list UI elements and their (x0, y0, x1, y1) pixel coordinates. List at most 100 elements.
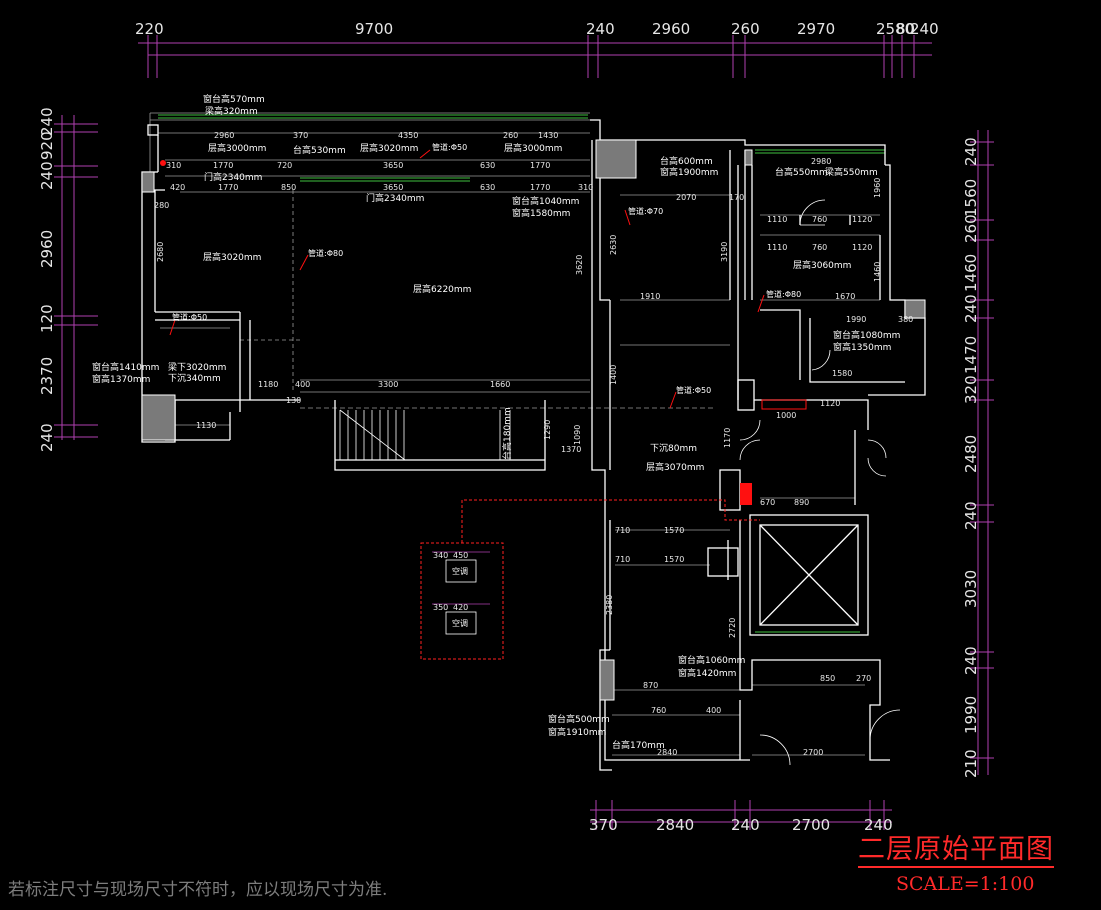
inner-dim: 1130 (196, 421, 216, 430)
right-dim: 3030 (962, 570, 980, 608)
inner-dim: 1120 (852, 243, 872, 252)
inner-dim: 2840 (657, 748, 677, 757)
inner-dim: 1570 (664, 526, 684, 535)
inner-lines (149, 112, 880, 756)
inner-dim: 420 (453, 603, 468, 612)
inner-dim: 1770 (530, 161, 550, 170)
annotation: 下沉340mm (168, 373, 221, 384)
annotation: 窗高1420mm (678, 667, 736, 679)
red-markers (160, 149, 807, 505)
right-dim: 240 (962, 501, 980, 530)
top-dimension-labels: 220 9700 240 2960 260 2970 2580 80 240 (135, 20, 939, 38)
inner-dim: 4350 (398, 131, 418, 140)
inner-dim: 400 (295, 380, 310, 389)
annotation: 窗高1900mm (660, 166, 718, 178)
inner-dim: 1370 (561, 445, 581, 454)
inner-dim: 1910 (640, 292, 660, 301)
annotation: 窗台高1410mm (92, 361, 159, 373)
right-dim: 1460 (962, 254, 980, 292)
left-dim: 2960 (38, 230, 56, 268)
annotation: 梁高550mm (825, 166, 878, 178)
right-dim: 1470 (962, 336, 980, 374)
pipe-tag: 管道:Φ70 (628, 206, 663, 216)
annotation: 层高6220mm (413, 283, 471, 295)
inner-dim: 1400 (609, 365, 618, 385)
door-arcs (739, 199, 901, 766)
room-annotations: 窗台高570mm 梁高320mm 层高3000mm 台高530mm 层高3020… (92, 93, 900, 751)
bottom-dimension-labels: 370 2840 240 2700 240 (589, 816, 893, 834)
inner-dim: 1770 (218, 183, 238, 192)
annotation: 窗台高1040mm (512, 195, 579, 207)
inner-dim: 1770 (213, 161, 233, 170)
drawing-title: 二层原始平面图 (858, 834, 1054, 868)
ac-unit-label: 空调 (452, 566, 468, 576)
top-dim: 260 (731, 20, 760, 38)
inner-dim: 280 (154, 201, 169, 210)
annotation: 梁下3020mm (168, 361, 226, 373)
annotation: 台高550mm (775, 166, 828, 178)
walls (141, 119, 926, 771)
inner-dim: 130 (286, 396, 301, 405)
ac-outline (420, 499, 760, 660)
inner-dim: 720 (277, 161, 292, 170)
inner-dim: 760 (812, 215, 827, 224)
right-dim: 240 (962, 646, 980, 675)
bottom-dim: 2700 (792, 816, 830, 834)
annotation: 层高3000mm (208, 142, 266, 154)
inner-dim: 2070 (676, 193, 696, 202)
inner-dim: 850 (281, 183, 296, 192)
inner-dim: 630 (480, 161, 495, 170)
pipe-tag: 管道:Φ80 (766, 289, 801, 299)
inner-dim: 260 (503, 131, 518, 140)
inner-dim: 890 (794, 498, 809, 507)
annotation: 层高3000mm (504, 142, 562, 154)
inner-dim: 380 (898, 315, 913, 324)
annotation: 层高3020mm (360, 142, 418, 154)
inner-dim: 2720 (728, 618, 737, 638)
top-dim: 2970 (797, 20, 835, 38)
annotation: 窗台高570mm (203, 93, 265, 105)
left-dim: 240 (38, 107, 56, 136)
bottom-dim: 240 (731, 816, 760, 834)
pipe-tag: 管道:Φ50 (676, 385, 711, 395)
inner-dim: 1670 (835, 292, 855, 301)
right-dim: 1990 (962, 696, 980, 734)
inner-dim: 170 (729, 193, 744, 202)
inner-dim: 270 (856, 674, 871, 683)
inner-dim: 1090 (573, 425, 582, 445)
annotation: 窗台高500mm (548, 713, 610, 725)
annotation: 窗高1910mm (548, 726, 606, 738)
pipe-tag: 管道:Φ80 (308, 248, 343, 258)
annotation: 层高3020mm (203, 251, 261, 263)
right-dimension-labels: 240 1560 260 1460 240 1470 320 2480 240 … (962, 137, 980, 778)
inner-dim: 3650 (383, 183, 403, 192)
left-dim: 2370 (38, 357, 56, 395)
annotation: 下沉80mm (650, 443, 697, 454)
left-dim: 240 (38, 161, 56, 190)
inner-dim: 1770 (530, 183, 550, 192)
annotation: 台高180mm (501, 407, 513, 460)
inner-dim: 310 (166, 161, 181, 170)
left-dim: 240 (38, 423, 56, 452)
ac-unit-label: 空调 (452, 618, 468, 628)
inner-dim: 3620 (575, 255, 584, 275)
bottom-dim: 2840 (656, 816, 694, 834)
annotation: 窗高1370mm (92, 373, 150, 385)
inner-dim: 870 (643, 681, 658, 690)
top-dim: 240 (586, 20, 615, 38)
inner-dim: 1180 (258, 380, 278, 389)
right-dim: 260 (962, 214, 980, 243)
inner-dim: 1110 (767, 215, 787, 224)
left-dim: 120 (38, 304, 56, 333)
inner-dim: 400 (706, 706, 721, 715)
inner-dim: 710 (615, 555, 630, 564)
inner-dim: 2630 (609, 235, 618, 255)
inner-dim: 1580 (832, 369, 852, 378)
inner-dim: 2700 (803, 748, 823, 757)
right-dim: 240 (962, 137, 980, 166)
annotation: 门高2340mm (204, 171, 262, 183)
inner-dim: 1990 (846, 315, 866, 324)
top-dim: 80 (896, 20, 915, 38)
right-dim: 2480 (962, 435, 980, 473)
left-dim: 920 (38, 131, 56, 160)
